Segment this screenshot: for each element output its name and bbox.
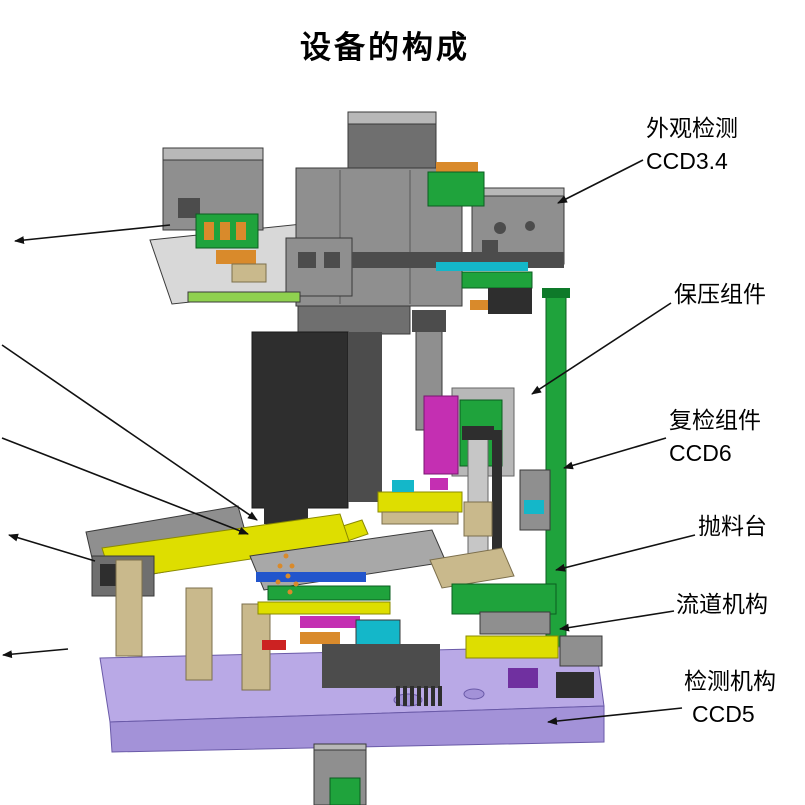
leader-reject-stage xyxy=(555,534,696,572)
leader-unlabeled-5 xyxy=(2,648,69,659)
label-line: 复检组件 xyxy=(669,407,761,433)
leader-unlabeled-4 xyxy=(8,533,96,562)
leader-unlabeled-3 xyxy=(1,437,249,535)
base-plate xyxy=(99,645,605,753)
top-camera-gantry xyxy=(149,111,565,314)
leader-unlabeled-2 xyxy=(1,344,258,521)
label-line: CCD6 xyxy=(669,440,732,466)
spray-particles xyxy=(275,553,299,595)
label-line: 流道机构 xyxy=(676,591,768,617)
leader-appearance-inspection xyxy=(557,159,644,204)
label-reject-stage: 抛料台 xyxy=(698,510,767,543)
leader-inspection-mechanism xyxy=(547,707,683,726)
label-pressure-holding: 保压组件 xyxy=(674,278,766,311)
leader-pressure-holding xyxy=(531,302,672,395)
label-line: CCD3.4 xyxy=(646,148,728,174)
leader-runner-mechanism xyxy=(559,610,675,632)
leader-lines xyxy=(1,159,696,726)
leader-unlabeled-1 xyxy=(14,224,171,245)
label-line: CCD5 xyxy=(692,701,755,727)
leader-recheck xyxy=(563,437,667,470)
label-line: 抛料台 xyxy=(698,513,767,539)
label-runner-mechanism: 流道机构 xyxy=(676,588,768,621)
label-line: 保压组件 xyxy=(674,281,766,307)
pedestal xyxy=(313,743,367,805)
label-inspection-ccd5: 检测机构 CCD5 xyxy=(684,665,776,731)
label-line: 检测机构 xyxy=(684,668,776,694)
lower-tooling xyxy=(85,505,603,706)
label-recheck-ccd6: 复检组件 CCD6 xyxy=(669,404,761,470)
page-title: 设备的构成 xyxy=(300,30,470,65)
machine-illustration xyxy=(85,111,605,805)
label-line: 外观检测 xyxy=(646,115,738,141)
label-appearance-inspection-ccd34: 外观检测 CCD3.4 xyxy=(646,112,738,178)
